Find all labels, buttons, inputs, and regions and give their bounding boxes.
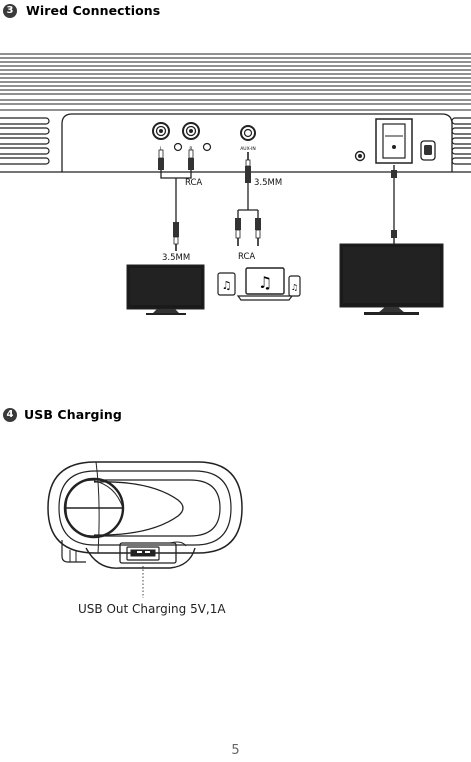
rca-cable-plugs: [158, 149, 194, 170]
3-5mm-label-top: 3.5MM: [254, 178, 282, 188]
rca-to-3-5mm-cable: [160, 170, 192, 222]
soundbar-grille: [0, 53, 471, 111]
rca-input-jacks: [152, 122, 212, 152]
usb-charging-caption: USB Out Charging 5V,1A: [78, 602, 226, 616]
panel-input-r-label: R: [189, 146, 192, 152]
rca-plugs-bottom: [235, 218, 261, 246]
svg-text:♫: ♫: [222, 279, 232, 292]
optical-port: [354, 150, 366, 162]
phone-icon: ♫: [288, 275, 301, 297]
panel-input-l-label: L: [160, 146, 163, 152]
page-number: 5: [231, 743, 240, 758]
power-plug-icon: [420, 140, 436, 161]
rca-label-bottom: RCA: [238, 252, 255, 262]
laptop-icon: ♫: [236, 267, 294, 301]
3-5mm-plug-left: [173, 222, 179, 251]
tablet-icon: ♫: [217, 272, 236, 296]
svg-text:♫: ♫: [291, 283, 298, 292]
svg-text:♫: ♫: [258, 273, 272, 292]
section-3-heading: 3 Wired Connections: [3, 3, 160, 18]
section-3-title: Wired Connections: [26, 3, 161, 18]
section-3-number-badge: 3: [3, 3, 17, 18]
3-5mm-to-rca-cable: [237, 183, 259, 218]
section-4-heading: 4 USB Charging: [3, 407, 122, 422]
aux-in-label: AUX-IN: [240, 146, 256, 152]
optical-cable: [391, 165, 397, 244]
3-5mm-plug-aux: [245, 152, 251, 183]
wired-connections-diagram: L R AUX-IN RCA 3.5MM: [0, 53, 471, 315]
left-tv-icon: [126, 264, 205, 315]
aux-in-jack: [240, 125, 256, 141]
speaker-end-view: [47, 461, 243, 569]
3-5mm-label-bottom: 3.5MM: [162, 253, 190, 263]
section-4-number-badge: 4: [3, 407, 17, 422]
section-4-title: USB Charging: [24, 407, 122, 422]
rca-label-top: RCA: [185, 178, 202, 188]
right-tv-icon: [339, 243, 444, 315]
power-switch: [375, 118, 413, 164]
